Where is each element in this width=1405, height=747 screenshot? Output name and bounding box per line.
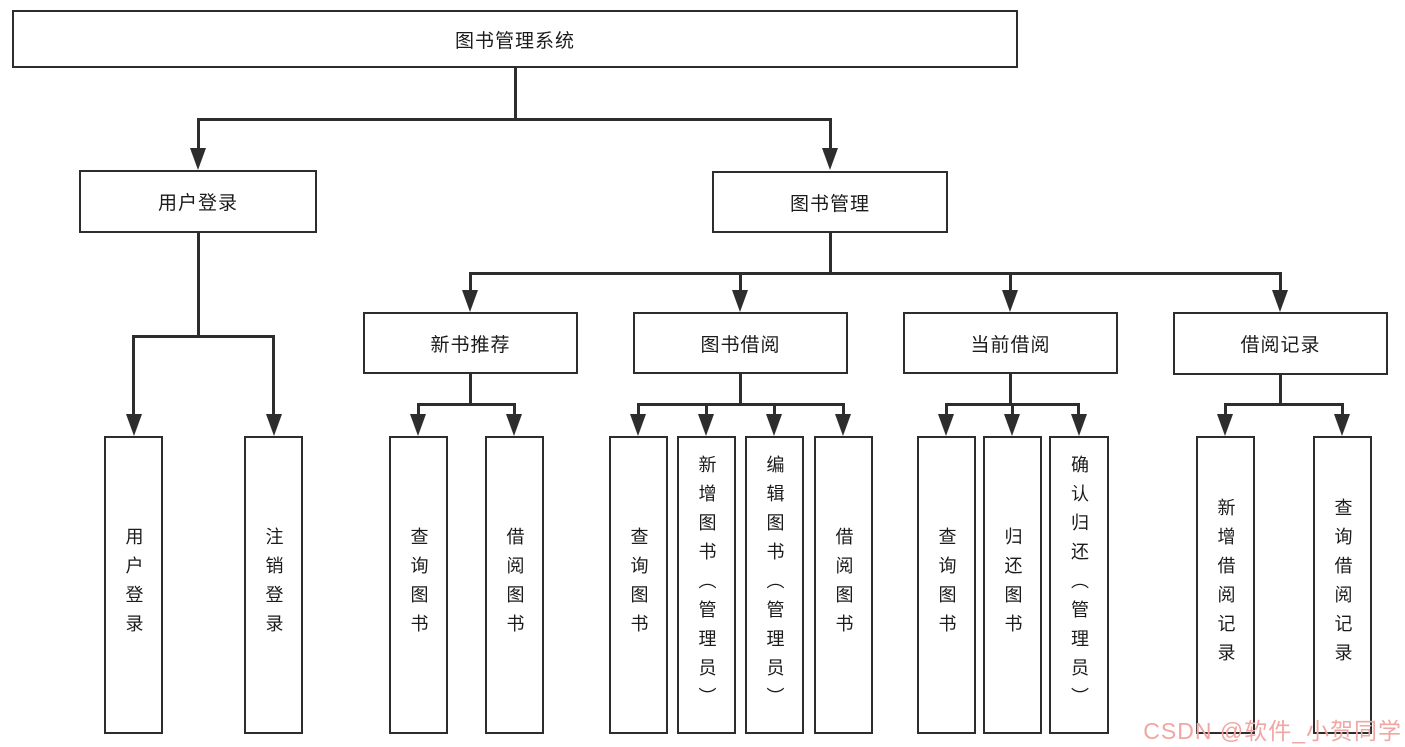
node-book-management: 图书管理 xyxy=(712,171,948,233)
connector-br-stem xyxy=(1278,373,1282,405)
arrowhead-br-child1 xyxy=(1217,414,1233,436)
node-user-login: 用户登录 xyxy=(79,170,317,233)
arrowhead-bb-child2 xyxy=(698,414,714,436)
leaf-bb-query-books: 查询图书 xyxy=(609,436,668,734)
arrowhead-to-leaf-user-login xyxy=(125,414,142,436)
leaf-br-query-record: 查询借阅记录 xyxy=(1313,436,1372,734)
node-borrow-records: 借阅记录 xyxy=(1173,312,1388,375)
connector-to-leaf-user-login xyxy=(132,336,135,416)
leaf-nbr-borrow-books: 借阅图书 xyxy=(485,436,544,734)
arrowhead-to-new-book-rec xyxy=(462,290,478,312)
leaf-nbr-query-books: 查询图书 xyxy=(389,436,448,734)
connector-bb-child3 xyxy=(772,404,776,416)
arrowhead-to-current-borrow xyxy=(1002,290,1018,312)
connector-to-user-login xyxy=(196,119,200,150)
arrowhead-bb-child1 xyxy=(630,414,646,436)
connector-level1-bar xyxy=(196,118,832,121)
connector-bb-child4 xyxy=(841,404,845,416)
connector-br-bar xyxy=(1223,403,1344,406)
connector-bb-child1 xyxy=(636,404,640,416)
node-root-system: 图书管理系统 xyxy=(12,10,1018,68)
connector-level3-bar xyxy=(468,271,1282,275)
connector-br-child1 xyxy=(1223,404,1227,416)
arrowhead-cb-child3 xyxy=(1070,414,1087,436)
leaf-bb-borrow-books: 借阅图书 xyxy=(814,436,873,734)
connector-user-login-stem xyxy=(196,232,200,336)
arrowhead-to-book-management xyxy=(822,148,838,170)
connector-to-borrow-record xyxy=(1278,273,1282,292)
arrowhead-nbr-child1 xyxy=(410,414,426,436)
arrowhead-bb-child3 xyxy=(766,414,782,436)
leaf-logout: 注销登录 xyxy=(244,436,303,734)
node-current-borrow: 当前借阅 xyxy=(903,312,1118,374)
arrowhead-to-book-borrow xyxy=(732,290,748,312)
leaf-cb-return-books: 归还图书 xyxy=(983,436,1042,734)
connector-bb-bar xyxy=(636,403,845,406)
arrowhead-br-child2 xyxy=(1334,414,1350,436)
connector-user-login-bar xyxy=(132,334,275,338)
connector-br-child2 xyxy=(1340,404,1344,416)
connector-bb-child2 xyxy=(704,404,708,416)
connector-nbr-child2 xyxy=(512,404,516,416)
connector-root-stem xyxy=(513,66,517,120)
arrowhead-to-borrow-record xyxy=(1272,290,1288,312)
connector-cb-child3 xyxy=(1077,404,1080,416)
connector-to-book-management xyxy=(828,119,832,150)
connector-to-new-book-rec xyxy=(468,273,472,292)
leaf-br-add-record: 新增借阅记录 xyxy=(1196,436,1255,734)
connector-to-current-borrow xyxy=(1008,273,1012,292)
node-new-book-recommend: 新书推荐 xyxy=(363,312,578,374)
connector-bb-stem xyxy=(738,373,742,405)
arrowhead-nbr-child2 xyxy=(506,414,522,436)
connector-book-mgmt-stem xyxy=(828,232,832,273)
node-book-borrow: 图书借阅 xyxy=(633,312,848,374)
connector-nbr-child1 xyxy=(416,404,420,416)
connector-to-book-borrow xyxy=(738,273,742,292)
connector-cb-stem xyxy=(1008,373,1012,405)
arrowhead-bb-child4 xyxy=(835,414,851,436)
leaf-cb-confirm-return-admin: 确认归还（管理员） xyxy=(1049,436,1109,734)
connector-cb-child2 xyxy=(1010,404,1014,416)
connector-nbr-stem xyxy=(468,373,472,405)
connector-to-leaf-logout xyxy=(272,336,275,416)
csdn-watermark: CSDN @软件_小贺同学 xyxy=(1143,718,1402,744)
leaf-bb-edit-books-admin: 编辑图书（管理员） xyxy=(745,436,804,734)
arrowhead-to-leaf-logout xyxy=(265,414,282,436)
arrowhead-cb-child2 xyxy=(1004,414,1020,436)
connector-nbr-bar xyxy=(416,403,516,406)
arrowhead-to-user-login xyxy=(190,148,206,170)
arrowhead-cb-child1 xyxy=(938,414,954,436)
leaf-user-login: 用户登录 xyxy=(104,436,163,734)
leaf-bb-add-books-admin: 新增图书（管理员） xyxy=(677,436,736,734)
connector-cb-child1 xyxy=(944,404,948,416)
leaf-cb-query-books: 查询图书 xyxy=(917,436,976,734)
